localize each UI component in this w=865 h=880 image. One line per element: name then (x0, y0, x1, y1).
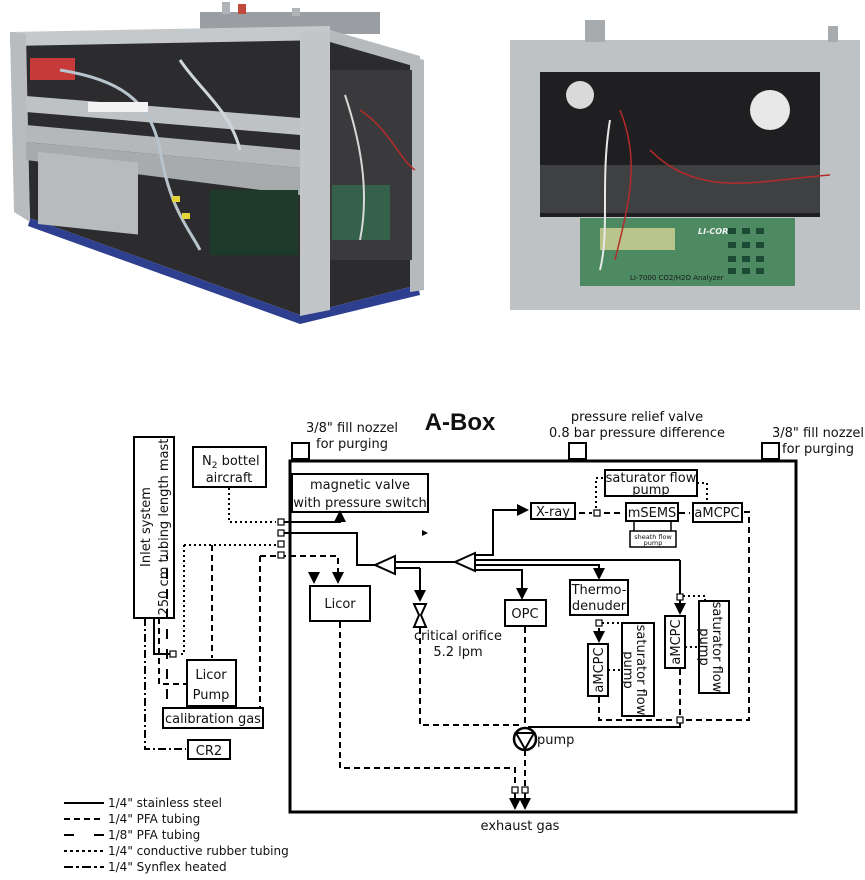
relief-valve-label-2: 0.8 bar pressure difference (549, 426, 725, 441)
n2-bottle-box: N2 bottel aircraft (192, 446, 267, 488)
exhaust-arrows (509, 793, 531, 810)
svg-text:1/4" conductive rubber tubing: 1/4" conductive rubber tubing (108, 844, 289, 858)
svg-text:denuder: denuder (572, 599, 627, 614)
svg-text:Inlet system: Inlet system (139, 487, 154, 567)
amcpc-top-box: aMCPC (692, 502, 743, 523)
saturator-pump-right-box: saturator flow pump (696, 600, 730, 694)
fill-nozzle-right-label-1: 3/8" fill nozzel (772, 426, 864, 441)
relief-valve (568, 442, 587, 460)
licor-box: Licor (309, 585, 371, 622)
pump-icon (512, 726, 538, 752)
panel-label: LI-7000 CO2/H2O Analyzer (630, 274, 724, 282)
svg-text:mSEMS: mSEMS (628, 506, 677, 521)
svg-text:aircraft: aircraft (206, 471, 253, 486)
fill-nozzle-left-label-2: for purging (316, 437, 388, 452)
a-box-enclosure (288, 459, 798, 814)
legend-item-stainless-steel: 1/4" stainless steel (64, 796, 222, 810)
svg-text:1/4" stainless steel: 1/4" stainless steel (108, 796, 222, 810)
svg-text:Licor: Licor (324, 597, 356, 612)
svg-text:pump: pump (644, 539, 663, 547)
fill-nozzle-left-label-1: 3/8" fill nozzel (306, 421, 398, 436)
svg-text:1/4" Synflex heated: 1/4" Synflex heated (108, 860, 227, 874)
stainless-steel-lines (153, 504, 686, 728)
svg-text:saturator flow: saturator flow (633, 625, 648, 716)
photo-a-box-front-view: LI-COR LI-7000 CO2/H2O Analyzer (510, 20, 860, 310)
svg-text:aMCPC: aMCPC (694, 506, 739, 521)
svg-text:250 cm tubing length mast: 250 cm tubing length mast (157, 439, 172, 616)
critical-orifice-label-1: critical orifice (414, 629, 502, 644)
saturator-pump-top-box: saturator flow pump (604, 469, 698, 498)
licor-pump-box: Licor Pump (186, 659, 237, 707)
xray-box: X-ray (530, 502, 576, 520)
svg-text:pump: pump (696, 628, 711, 665)
svg-text:Licor: Licor (195, 668, 227, 683)
opc-box: OPC (504, 599, 547, 627)
svg-text:calibration gas: calibration gas (165, 712, 261, 727)
svg-text:1/4" PFA tubing: 1/4" PFA tubing (108, 812, 200, 826)
cr2-box: CR2 (187, 739, 231, 760)
fill-nozzle-left (291, 442, 310, 460)
svg-text:saturator flow: saturator flow (606, 471, 697, 486)
svg-text:Thermo-: Thermo- (571, 583, 627, 598)
svg-text:magnetic valve: magnetic valve (310, 478, 410, 493)
conductive-rubber-lines (178, 477, 708, 671)
legend-item-synflex: 1/4" Synflex heated (64, 860, 227, 874)
thermodenuder-box: Thermo- denuder (569, 579, 629, 616)
legend-item-pfa-eighth: 1/8" PFA tubing (64, 828, 200, 842)
msems-box: mSEMS (625, 502, 679, 522)
svg-text:aMCPC: aMCPC (592, 647, 607, 692)
saturator-pump-mid-box: saturator flow pump (620, 622, 655, 717)
legend-item-conductive-rubber: 1/4" conductive rubber tubing (64, 844, 289, 858)
svg-text:Pump: Pump (193, 688, 230, 703)
svg-text:pump: pump (620, 651, 635, 688)
amcpc-mid-box: aMCPC (587, 643, 609, 697)
diagram-title: A-Box (425, 409, 496, 436)
inlet-system-box: Inlet system 250 cm tubing length mast (133, 436, 175, 619)
panel-brand: LI-COR (698, 227, 728, 236)
svg-text:with pressure switch: with pressure switch (293, 496, 427, 511)
legend: 1/4" stainless steel 1/4" PFA tubing 1/8… (64, 796, 289, 874)
svg-text:aMCPC: aMCPC (669, 619, 684, 664)
fittings (169, 509, 684, 794)
svg-text:1/8" PFA tubing: 1/8" PFA tubing (108, 828, 200, 842)
exhaust-gas-label: exhaust gas (481, 819, 560, 834)
svg-text:sheath flow: sheath flow (634, 533, 672, 541)
relief-valve-label-1: pressure relief valve (571, 410, 703, 425)
critical-orifice (412, 603, 428, 628)
sheath-pump-links (633, 522, 672, 531)
magnetic-valve-box: magnetic valve with pressure switch (291, 473, 429, 513)
fill-nozzle-right-label-2: for purging (782, 442, 854, 457)
svg-text:X-ray: X-ray (536, 505, 570, 520)
pump-label: pump (537, 733, 574, 748)
legend-item-pfa-quarter: 1/4" PFA tubing (64, 812, 200, 826)
svg-text:N2 bottel: N2 bottel (202, 454, 260, 471)
synflex-lines (144, 618, 186, 750)
calibration-gas-box: calibration gas (162, 707, 264, 729)
critical-orifice-label-2: 5.2 lpm (433, 645, 482, 660)
photo-a-box-side-view (10, 2, 424, 324)
svg-text:OPC: OPC (511, 607, 538, 622)
fill-nozzle-right (761, 442, 780, 460)
amcpc-right-box: aMCPC (664, 615, 686, 669)
svg-text:pump: pump (632, 483, 669, 498)
sheath-flow-pump-box: sheath flow pump (629, 530, 677, 548)
svg-text:CR2: CR2 (196, 744, 222, 759)
svg-text:saturator flow: saturator flow (709, 602, 724, 693)
